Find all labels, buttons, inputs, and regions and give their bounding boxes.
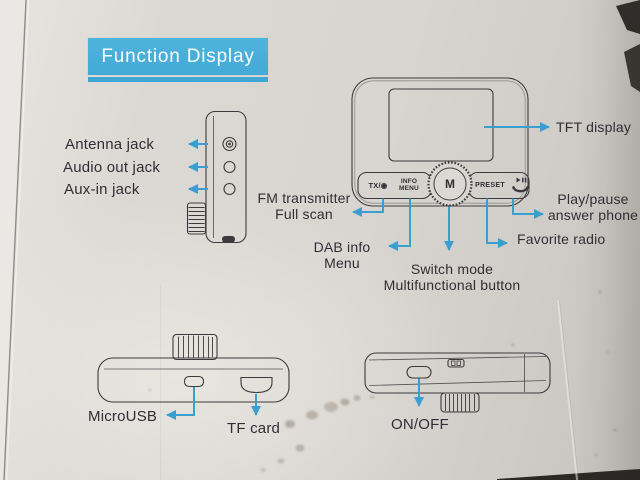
paper-crease-left: [160, 285, 161, 480]
bottom-view-knob: [172, 333, 218, 361]
antenna-jack-label: Antenna jack: [65, 136, 155, 153]
callout-arrows: [166, 122, 550, 420]
fm-transmitter-line1: FM transmitter: [257, 189, 351, 206]
favorite-radio-arrow: [486, 198, 508, 248]
switch-mode-line2: Multifunctional button: [383, 276, 521, 293]
tft-screen: [388, 88, 494, 162]
aux-in-jack-label: Aux-in jack: [64, 181, 140, 198]
side-bottom-connector: [222, 236, 235, 243]
top-view-knob: [440, 392, 480, 413]
aux-in-port: [223, 182, 236, 196]
on-off-label: ON/OFF: [391, 415, 449, 433]
mode-button-label: M: [445, 177, 455, 191]
paper-crease-right: [557, 299, 579, 480]
top-view-device: [364, 352, 551, 413]
mode-knob: [427, 161, 473, 207]
play-pause-icon: [516, 177, 527, 183]
fm-transmitter-line2: Full scan: [275, 205, 333, 222]
background-dark-corner: [497, 0, 640, 480]
preset-button-label: PRESET: [475, 182, 505, 189]
fm-transmitter-arrow: [352, 198, 384, 217]
audio-out-jack-label: Audio out jack: [63, 158, 161, 176]
audio-out-port: [223, 160, 236, 174]
play-pause-line2: answer phone: [547, 206, 639, 223]
favorite-radio-label: Favorite radio: [517, 230, 606, 247]
side-view-device: [186, 110, 247, 244]
bottom-view-device: [97, 333, 290, 403]
microusb-arrow: [166, 387, 195, 420]
side-view-body: [205, 110, 247, 244]
antenna-jack-port: [222, 136, 237, 152]
play-pause-label: Play/pause answer phone: [546, 191, 640, 223]
on-off-button: [406, 365, 432, 379]
dab-info-line2: Menu: [324, 255, 360, 272]
info-menu-button-label: INFO MENU: [395, 178, 423, 193]
tf-card-slot: [240, 376, 273, 394]
menu-line: MENU: [399, 185, 419, 192]
front-view-device: [351, 77, 530, 207]
play-pause-arrow: [512, 198, 544, 219]
play-pause-line1: Play/pause: [557, 190, 629, 207]
fm-transmitter-label: FM transmitter Full scan: [252, 190, 356, 222]
tx-button-label: TX/◉: [368, 181, 388, 190]
phone-handset-icon: [512, 186, 529, 193]
info-line: INFO: [400, 177, 418, 185]
tft-display-label: TFT display: [556, 119, 632, 135]
tf-card-label: TF card: [227, 419, 281, 437]
dab-info-arrow: [388, 198, 411, 251]
side-volume-knob: [186, 202, 207, 235]
photo-stains: [148, 290, 617, 472]
microusb-port: [183, 375, 205, 388]
microusb-label: MicroUSB: [88, 408, 158, 425]
dab-info-line1: DAB info: [313, 239, 371, 255]
front-body: [351, 77, 529, 207]
box-left-edge: [0, 0, 30, 480]
dab-info-label: DAB info Menu: [308, 239, 376, 271]
switch-mode-line1: Switch mode: [410, 260, 494, 277]
switch-mode-label: Switch mode Multifunctional button: [374, 261, 530, 293]
page-title: Function Display: [88, 38, 268, 75]
title-underline: [88, 77, 268, 82]
top-connector: [447, 358, 465, 368]
